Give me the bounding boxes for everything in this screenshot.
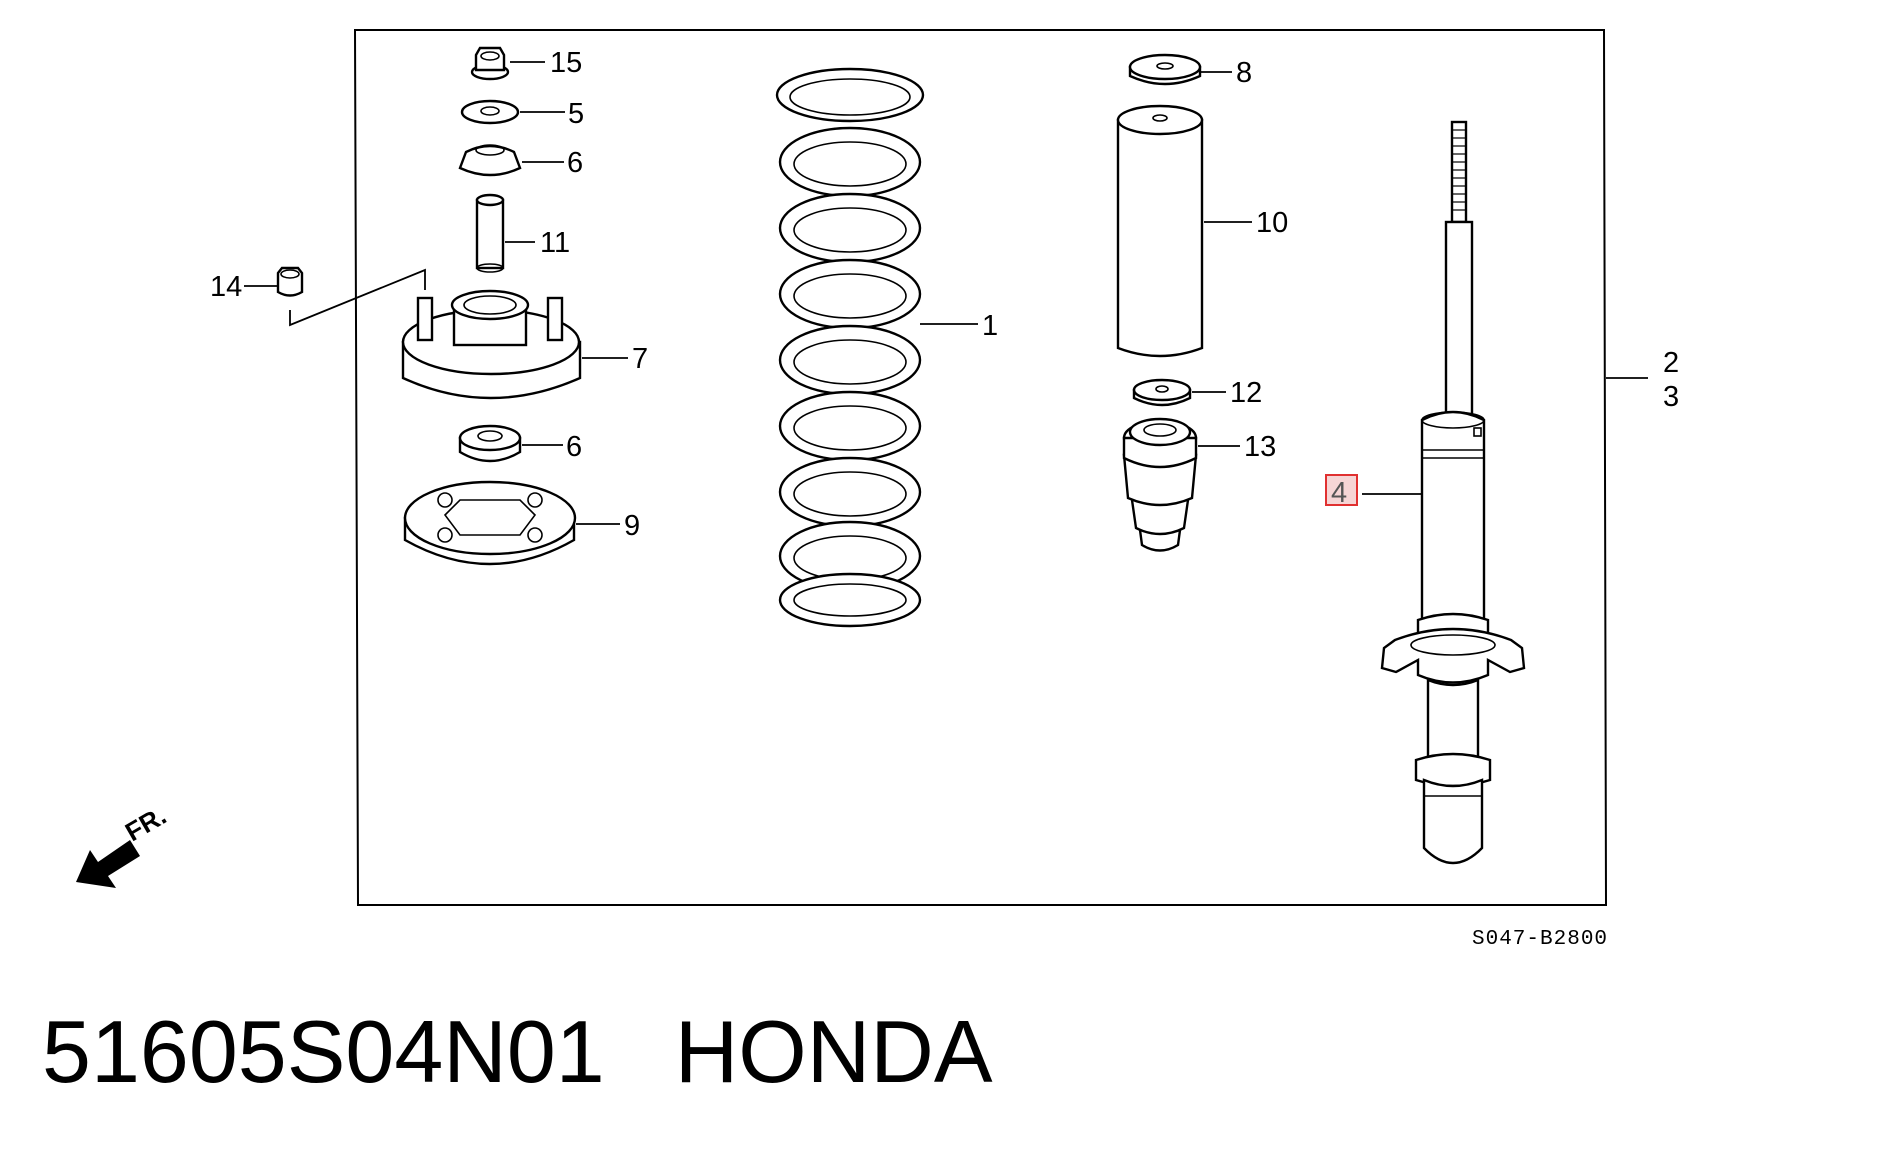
part-15-flange-nut[interactable]	[470, 46, 510, 81]
part-14-nut[interactable]	[276, 266, 304, 297]
callout-3[interactable]: 3	[1663, 381, 1679, 413]
callout-5[interactable]: 5	[568, 98, 584, 130]
part-5-washer[interactable]	[460, 99, 520, 125]
part-11-collar[interactable]	[475, 193, 505, 273]
part-number: 51605S04N01	[42, 1002, 605, 1101]
callout-4-highlight	[1325, 474, 1358, 506]
brand-name: HONDA	[674, 1002, 993, 1101]
front-arrow-icon	[76, 840, 140, 888]
callout-15[interactable]: 15	[550, 47, 582, 79]
callout-9[interactable]: 9	[624, 510, 640, 542]
part-4-shock-absorber[interactable]	[1380, 120, 1526, 865]
part-13-bump-stop[interactable]	[1122, 417, 1198, 552]
diagram-frame	[353, 29, 1608, 906]
part-10-dust-cover[interactable]	[1116, 104, 1204, 358]
part-6-upper-bushing[interactable]	[458, 144, 522, 177]
part-7-mount-base[interactable]	[401, 289, 582, 400]
callout-2[interactable]: 2	[1663, 347, 1679, 379]
diagram-code: S047-B2800	[1472, 928, 1608, 951]
part-6-lower-bushing[interactable]	[458, 424, 522, 463]
callout-1[interactable]: 1	[982, 310, 998, 342]
part-1-coil-spring[interactable]	[775, 67, 925, 628]
callout-6-upper[interactable]: 6	[567, 147, 583, 179]
part-9-spring-seat-rubber[interactable]	[403, 480, 577, 566]
callout-6-lower[interactable]: 6	[566, 431, 582, 463]
callout-11[interactable]: 11	[540, 227, 570, 259]
callout-7[interactable]: 7	[632, 343, 648, 375]
part-12-plate[interactable]	[1132, 378, 1192, 407]
callout-13[interactable]: 13	[1244, 431, 1276, 463]
callout-12[interactable]: 12	[1230, 377, 1262, 409]
callout-10[interactable]: 10	[1256, 207, 1288, 239]
callout-14[interactable]: 14	[210, 271, 242, 303]
callout-4[interactable]: 4	[1331, 477, 1347, 509]
part-8-washer[interactable]	[1128, 53, 1202, 86]
callout-8[interactable]: 8	[1236, 57, 1252, 89]
direction-label: FR.	[120, 800, 171, 847]
